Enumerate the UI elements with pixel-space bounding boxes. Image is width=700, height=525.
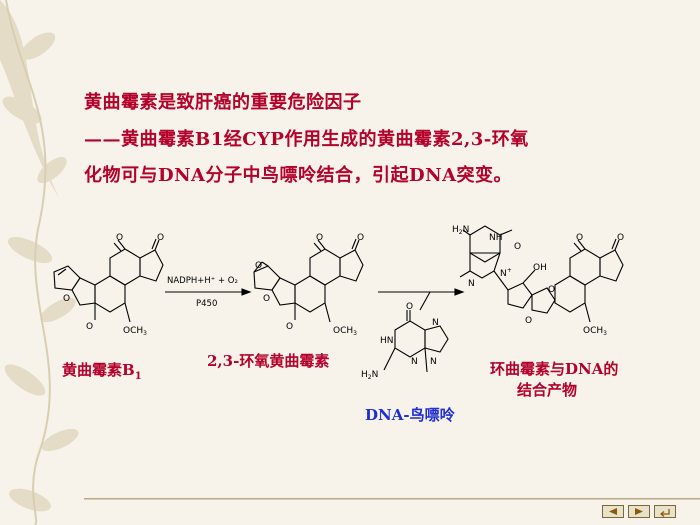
svg-text:O: O	[514, 242, 521, 252]
svg-text:O: O	[286, 322, 293, 332]
aflatoxin-b1-structure	[53, 238, 164, 323]
svg-text:OCH3: OCH3	[333, 326, 357, 337]
svg-text:O: O	[263, 294, 270, 304]
svg-text:N: N	[430, 357, 437, 367]
prev-slide-button[interactable]	[602, 505, 624, 518]
reagent-bottom-text: P450	[196, 299, 217, 309]
svg-text:N: N	[468, 279, 475, 289]
epoxide-label: 2,3-环氧黄曲霉素	[207, 352, 330, 370]
aflatoxin-b1-label: 黄曲霉素B1	[62, 361, 142, 382]
svg-text:O: O	[157, 233, 164, 243]
svg-text:N: N	[411, 357, 418, 367]
svg-text:O: O	[116, 233, 123, 243]
svg-text:O: O	[63, 294, 70, 304]
svg-text:O: O	[406, 302, 413, 312]
guanine-structure	[383, 310, 449, 373]
triangle-right-icon	[635, 508, 643, 515]
svg-text:O: O	[617, 233, 624, 243]
svg-text:H2N: H2N	[361, 370, 378, 381]
adduct-label-line1: 环曲霉素与DNA的	[490, 360, 619, 378]
triangle-left-icon	[609, 508, 617, 515]
svg-text:NH: NH	[489, 233, 503, 243]
reagent-top-text: NADPH+H⁺ + O₂	[167, 276, 238, 286]
svg-text:N+: N+	[500, 267, 512, 279]
next-slide-button[interactable]	[628, 505, 650, 518]
svg-text:O: O	[357, 233, 364, 243]
epoxide-structure	[253, 238, 364, 323]
svg-text:O: O	[316, 233, 323, 243]
svg-text:O: O	[576, 233, 583, 243]
svg-text:N: N	[432, 318, 439, 328]
svg-text:OH: OH	[533, 263, 547, 273]
title-line-3: 化物可与DNA分子中鸟嘌呤结合，引起DNA突变。	[84, 165, 513, 186]
svg-text:H2N: H2N	[452, 225, 469, 236]
svg-text:OCH3: OCH3	[123, 326, 147, 337]
svg-text:O: O	[548, 285, 555, 295]
title-line-2: ——黄曲霉素B1经CYP作用生成的黄曲霉素2,3-环氧	[84, 129, 529, 150]
svg-text:HN: HN	[380, 336, 394, 346]
title-line-1: 黄曲霉素是致肝癌的重要危险因子	[84, 92, 362, 113]
svg-text:O: O	[525, 316, 532, 326]
return-icon	[659, 509, 670, 517]
svg-text:O: O	[255, 261, 262, 271]
adduct-label-line2: 结合产物	[517, 381, 578, 399]
svg-text:OCH3: OCH3	[583, 326, 607, 337]
dna-guanine-label: DNA-鸟嘌呤	[365, 406, 455, 424]
return-button[interactable]	[654, 505, 676, 518]
svg-text:O: O	[86, 322, 93, 332]
adduct-structure	[459, 225, 624, 323]
